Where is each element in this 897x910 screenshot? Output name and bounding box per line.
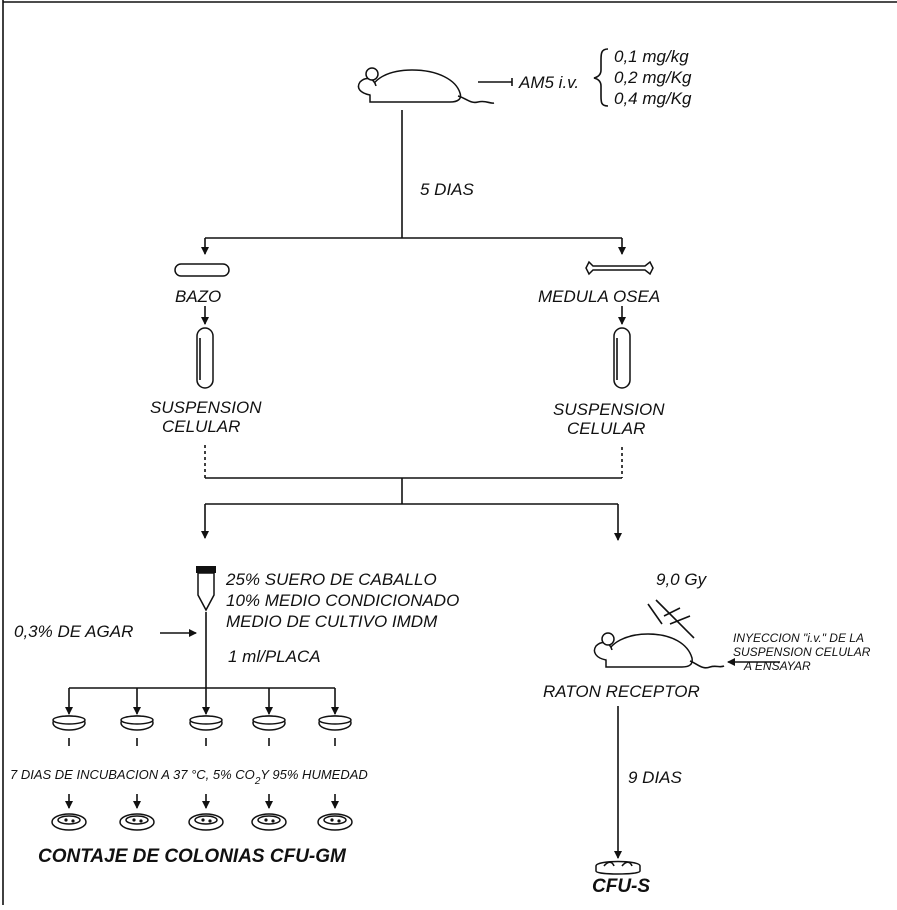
medium-3: MEDIO DE CULTIVO IMDM — [226, 612, 438, 631]
marrow-suspension-2: CELULAR — [567, 419, 645, 438]
spleen-suspension-1: SUSPENSION — [150, 398, 262, 417]
culture-tube-icon — [196, 566, 216, 610]
plate-tick-marks — [69, 738, 335, 746]
cfu-s-label: CFU-S — [592, 876, 650, 897]
bone-icon — [586, 262, 653, 274]
dose-3: 0,4 mg/Kg — [614, 89, 692, 108]
agar-label: 0,3% DE AGAR — [14, 622, 133, 641]
syringe-icon — [478, 78, 512, 86]
drug-label: AM5 i.v. — [518, 73, 579, 92]
wait-5-days: 5 DIAS — [420, 180, 475, 199]
injection-note-3: A ENSAYAR — [743, 659, 811, 673]
wait-9-days: 9 DIAS — [628, 768, 683, 787]
plate-arrows — [69, 688, 335, 714]
irradiation-dose: 9,0 Gy — [656, 570, 708, 589]
marrow-label: MEDULA OSEA — [538, 287, 660, 306]
spleen-label: BAZO — [175, 287, 221, 306]
dose-1: 0,1 mg/kg — [614, 47, 689, 66]
medium-2: 10% MEDIO CONDICIONADO — [226, 591, 459, 610]
colony-count-label: CONTAJE DE COLONIAS CFU-GM — [38, 846, 347, 867]
dose-2: 0,2 mg/Kg — [614, 68, 692, 87]
dose-brace — [594, 49, 608, 106]
spleen-suspension-2: CELULAR — [162, 417, 240, 436]
colony-dish-icon — [52, 814, 352, 830]
donor-mouse-icon — [358, 68, 494, 103]
recipient-mouse-icon — [594, 633, 724, 668]
per-plate-label: 1 ml/PLACA — [228, 647, 321, 666]
incubation-text: 7 DIAS DE INCUBACION A 37 °C, 5% CO2Y 95… — [10, 767, 368, 787]
injection-note-1: INYECCION "i.v." DE LA — [733, 631, 864, 645]
injection-note-2: SUSPENSION CELULAR — [733, 645, 871, 659]
medium-1: 25% SUERO DE CABALLO — [225, 570, 437, 589]
colony-arrows — [69, 794, 335, 808]
petri-dish-icon — [53, 716, 351, 730]
recipient-label: RATON RECEPTOR — [543, 682, 700, 701]
radiation-icon — [648, 600, 694, 638]
marrow-suspension-1: SUSPENSION — [553, 400, 665, 419]
spleen-colonies-icon — [596, 862, 640, 875]
spleen-icon — [175, 264, 229, 276]
